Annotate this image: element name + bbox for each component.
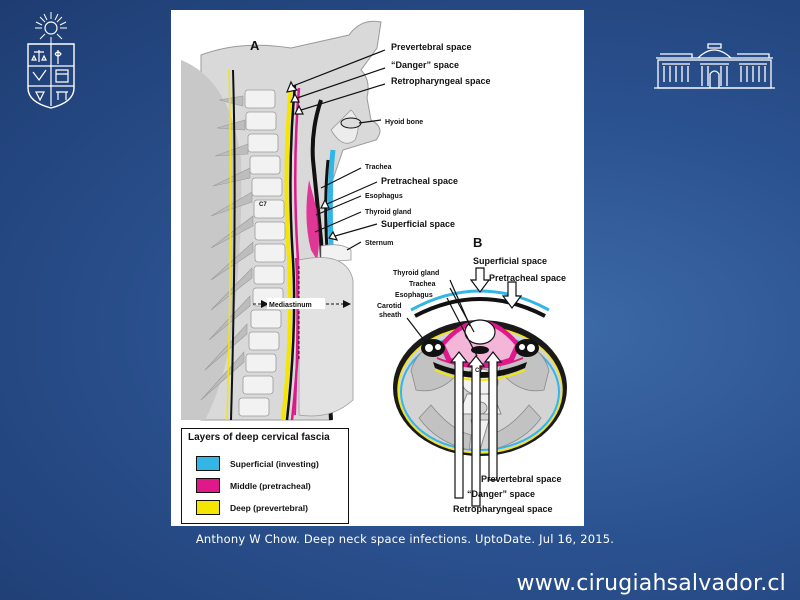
label-retropharyngeal-a: Retropharyngeal space — [391, 76, 491, 86]
legend-label-superficial: Superficial (investing) — [230, 458, 319, 469]
legend-item-superficial: Superficial (investing) — [196, 455, 319, 472]
fascia-legend: Layers of deep cervical fascia Superfici… — [181, 428, 349, 524]
legend-swatch-deep — [196, 500, 220, 515]
label-c7-a: C7 — [259, 202, 267, 208]
label-superficial-a: Superficial space — [381, 219, 455, 229]
legend-title: Layers of deep cervical fascia — [188, 432, 330, 443]
hospital-building-icon — [652, 40, 777, 92]
sagittal-section — [181, 20, 382, 421]
label-pretracheal-b: Pretracheal space — [489, 273, 566, 283]
legend-item-middle: Middle (pretracheal) — [196, 477, 311, 494]
label-hyoid: Hyoid bone — [385, 119, 423, 126]
panel-a-letter: A — [250, 38, 260, 53]
label-esophagus-b: Esophagus — [395, 292, 433, 299]
figure-panel: A Prevertebral space “Danger” space Retr… — [171, 10, 584, 526]
label-trachea-b: Trachea — [409, 281, 436, 288]
legend-label-middle: Middle (pretracheal) — [230, 480, 311, 491]
label-prevertebral-b: Prevertebral space — [481, 474, 562, 484]
label-danger-a: “Danger” space — [391, 60, 459, 70]
label-thyroid-a: Thyroid gland — [365, 209, 411, 216]
website-url: www.cirugiahsalvador.cl — [516, 571, 786, 596]
panel-a-labels: A Prevertebral space “Danger” space Retr… — [250, 38, 491, 309]
label-esophagus-a: Esophagus — [365, 193, 403, 200]
label-carotid-line1: Carotid — [377, 303, 402, 310]
university-seal-icon — [22, 10, 80, 110]
label-danger-b: “Danger” space — [467, 489, 535, 499]
label-superficial-b: Superficial space — [473, 256, 547, 266]
citation-text: Anthony W Chow. Deep neck space infectio… — [195, 532, 615, 546]
panel-b-labels: B Superficial space Thyroid gland Pretra… — [377, 235, 566, 514]
anatomy-diagram: A Prevertebral space “Danger” space Retr… — [181, 20, 567, 514]
panel-b-letter: B — [473, 235, 482, 250]
label-prevertebral-a: Prevertebral space — [391, 42, 472, 52]
legend-label-deep: Deep (prevertebral) — [230, 502, 308, 513]
label-mediastinum: Mediastinum — [269, 302, 312, 309]
label-pretracheal-a: Pretracheal space — [381, 176, 458, 186]
legend-item-deep: Deep (prevertebral) — [196, 499, 308, 516]
label-trachea-a: Trachea — [365, 164, 392, 171]
panel-a-arrows — [286, 49, 386, 251]
legend-swatch-superficial — [196, 456, 220, 471]
label-sternum: Sternum — [365, 240, 393, 247]
panel-b-arrows — [406, 267, 523, 507]
label-thyroid-b: Thyroid gland — [393, 270, 439, 277]
label-carotid-line2: sheath — [379, 312, 402, 319]
label-c7-b: C7 — [475, 368, 483, 374]
label-retropharyngeal-b: Retropharyngeal space — [453, 504, 553, 514]
legend-swatch-middle — [196, 478, 220, 493]
